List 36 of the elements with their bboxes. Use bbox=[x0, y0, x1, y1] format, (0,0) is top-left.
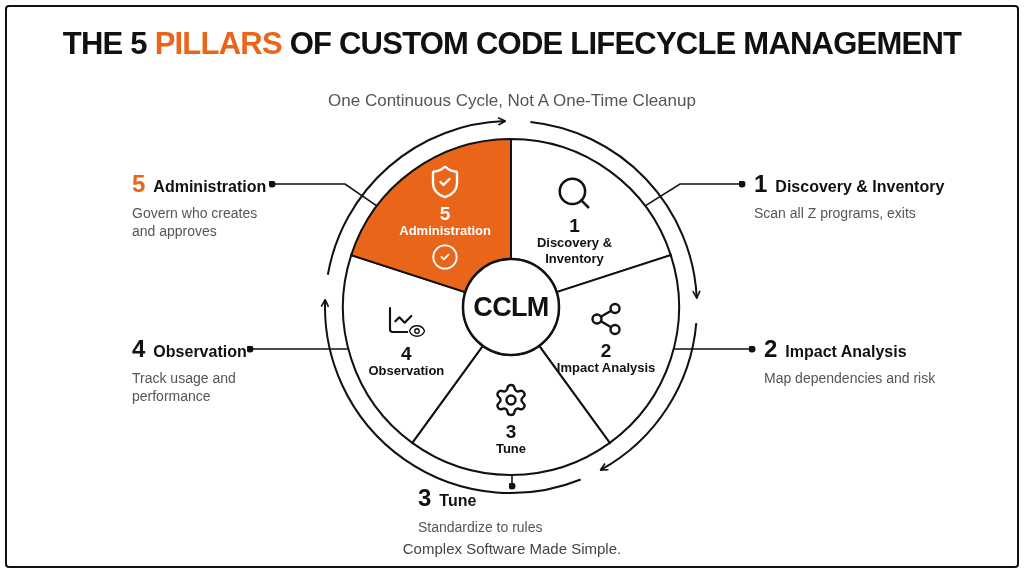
step-title: Administration bbox=[153, 179, 267, 195]
segment-label: Administration bbox=[399, 222, 491, 239]
title: THE 5 PILLARS OF CUSTOM CODE LIFECYCLE MANAGEMENT bbox=[62, 28, 962, 59]
step-title: Discovery & Inventory bbox=[775, 179, 945, 195]
step-title: Observation bbox=[153, 344, 247, 360]
step-description: Scan all Z programs, exits bbox=[753, 204, 917, 222]
step-title: Tune bbox=[439, 493, 477, 509]
segment-number: 4 bbox=[401, 344, 412, 364]
step-number: 4 bbox=[132, 337, 146, 361]
step-number: 5 bbox=[132, 172, 146, 196]
step-title: Impact Analysis bbox=[785, 344, 907, 360]
center-label: CCLM bbox=[473, 290, 549, 324]
subtitle: One Continuous Cycle, Not A One-Time Cleanup bbox=[328, 90, 696, 112]
segment-label: Impact Analysis bbox=[556, 360, 656, 377]
segment-label: Tune bbox=[495, 441, 527, 458]
segment-number: 1 bbox=[569, 215, 580, 235]
leader-line bbox=[672, 345, 756, 353]
segment-label: Observation bbox=[368, 363, 445, 380]
step-number: 1 bbox=[754, 172, 768, 196]
step-number: 2 bbox=[764, 337, 778, 361]
step-number: 3 bbox=[418, 486, 432, 510]
segment-label: Discovery & Inventory bbox=[535, 234, 614, 268]
step-description: Map dependencies and risk bbox=[763, 369, 937, 387]
segment-number: 3 bbox=[505, 422, 517, 442]
leader-line bbox=[246, 345, 350, 353]
segment-number: 2 bbox=[600, 341, 612, 361]
pie-segment bbox=[510, 138, 672, 294]
step-description: Track usage and performance bbox=[131, 369, 237, 405]
step-description: Standardize to rules bbox=[417, 518, 544, 536]
pie-segment bbox=[350, 138, 512, 294]
leader-line bbox=[268, 180, 378, 207]
tagline: Complex Software Made Simple. bbox=[402, 539, 622, 559]
segment-number: 5 bbox=[439, 203, 451, 223]
leader-line bbox=[644, 180, 746, 207]
step-description: Govern who creates and approves bbox=[131, 204, 259, 240]
leader-line bbox=[508, 474, 516, 490]
